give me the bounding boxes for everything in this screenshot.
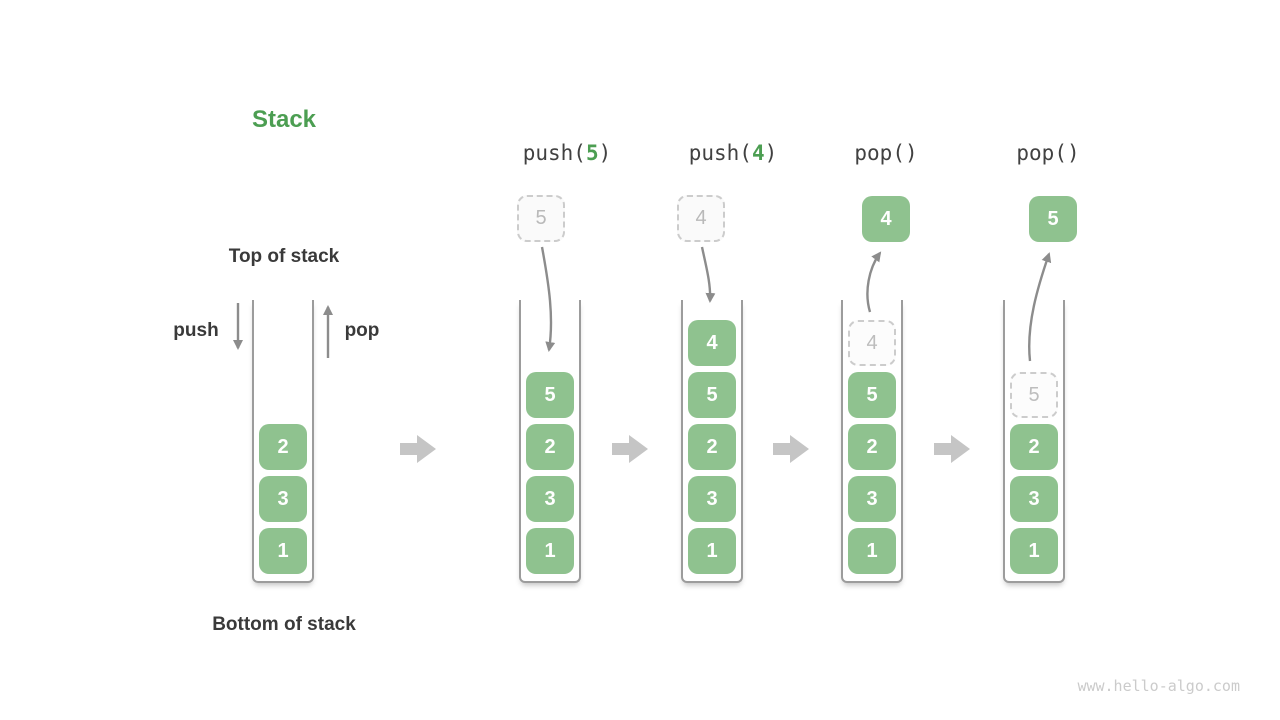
operation-label-push-5: push(5) xyxy=(487,141,647,171)
popped-value-box: 5 xyxy=(1029,196,1077,242)
stack-cell: 2 xyxy=(848,424,896,470)
operation-suffix: ) xyxy=(764,141,778,165)
stack-cell: 2 xyxy=(688,424,736,470)
popped-value-box: 4 xyxy=(862,196,910,242)
push-label: push xyxy=(173,320,219,341)
stack-cell: 5 xyxy=(848,372,896,418)
operation-prefix: push( xyxy=(688,141,752,165)
watermark: www.hello-algo.com xyxy=(1077,677,1240,695)
incoming-value-box: 4 xyxy=(677,195,725,242)
stack-cell: 1 xyxy=(848,528,896,574)
stack-cell: 5 xyxy=(688,372,736,418)
stack-cell: 3 xyxy=(259,476,307,522)
step-arrow-icon xyxy=(934,435,970,463)
page-title: Stack xyxy=(251,106,317,133)
step-arrow-icon xyxy=(612,435,648,463)
operation-label-pop-2: pop() xyxy=(968,141,1128,171)
pop-label: pop xyxy=(344,320,380,341)
operation-arg: 4 xyxy=(751,141,765,165)
operation-arg: 5 xyxy=(585,141,599,165)
stack-cell: 2 xyxy=(1010,424,1058,470)
stack-cell: 1 xyxy=(526,528,574,574)
operation-label-pop-1: pop() xyxy=(806,141,966,171)
step-arrow-icon xyxy=(773,435,809,463)
incoming-value-box: 5 xyxy=(517,195,565,242)
top-of-stack-label: Top of stack xyxy=(228,246,340,267)
stack-cell: 1 xyxy=(1010,528,1058,574)
stack-cell: 3 xyxy=(848,476,896,522)
ghost-stack-cell: 4 xyxy=(848,320,896,366)
operation-suffix: ) xyxy=(598,141,612,165)
step-arrow-icon xyxy=(400,435,436,463)
operation-label-push-4: push(4) xyxy=(653,141,813,171)
stack-cell: 1 xyxy=(259,528,307,574)
operation-prefix: pop() xyxy=(854,141,918,165)
stack-cell: 2 xyxy=(526,424,574,470)
push-4-curved-arrow-icon xyxy=(700,246,716,303)
bottom-of-stack-label: Bottom of stack xyxy=(212,614,356,635)
stack-cell: 3 xyxy=(526,476,574,522)
stack-cell: 5 xyxy=(526,372,574,418)
stack-cell: 2 xyxy=(259,424,307,470)
stack-cell: 3 xyxy=(1010,476,1058,522)
stack-cell: 3 xyxy=(688,476,736,522)
operation-prefix: pop() xyxy=(1016,141,1080,165)
ghost-stack-cell: 5 xyxy=(1010,372,1058,418)
stack-cell: 4 xyxy=(688,320,736,366)
stack-cell: 1 xyxy=(688,528,736,574)
operation-prefix: push( xyxy=(522,141,586,165)
